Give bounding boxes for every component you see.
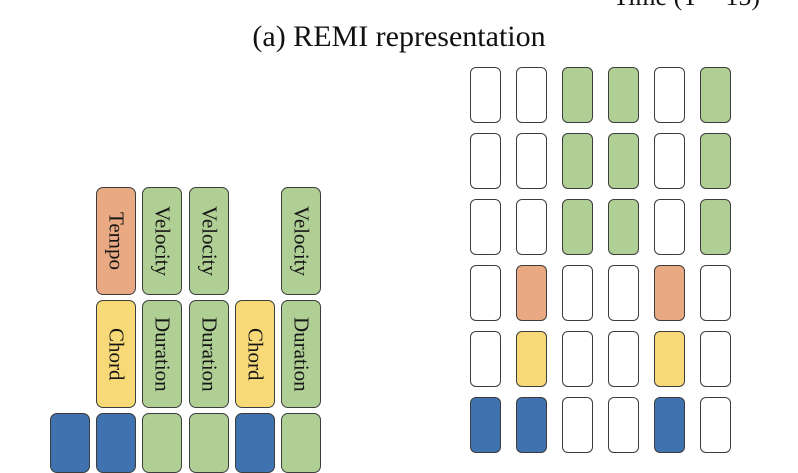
diagram-title: (a) REMI representation <box>252 20 546 53</box>
grid-cell-green <box>562 67 593 123</box>
token-velocity: Velocity <box>189 187 229 295</box>
token-label: Tempo <box>104 211 129 271</box>
token-duration: Duration <box>281 300 321 408</box>
token-chord: Chord <box>96 300 136 408</box>
grid-cell-white <box>700 265 731 321</box>
token-chord: Chord <box>235 300 275 408</box>
token-velocity: Velocity <box>281 187 321 295</box>
token-label: Velocity <box>197 206 222 276</box>
grid-cell-green <box>608 133 639 189</box>
grid-cell-green <box>608 199 639 255</box>
grid-cell-white <box>470 331 501 387</box>
token-duration: Duration <box>189 300 229 408</box>
token-label: Chord <box>243 327 268 381</box>
grid-cell-white <box>470 199 501 255</box>
grid-cell-white <box>470 265 501 321</box>
grid-cell-orange <box>654 265 685 321</box>
grid-cell-white <box>470 133 501 189</box>
token-label: Velocity <box>289 206 314 276</box>
grid-cell-white <box>562 265 593 321</box>
token-duration: Duration <box>142 300 182 408</box>
grid-cell-white <box>608 265 639 321</box>
token-blank <box>235 413 275 473</box>
token-blank <box>142 413 182 473</box>
token-blank <box>96 413 136 473</box>
grid-cell-white <box>608 331 639 387</box>
token-label: Duration <box>197 316 222 392</box>
grid-cell-white <box>654 133 685 189</box>
grid-cell-green <box>700 199 731 255</box>
grid-cell-white <box>608 397 639 453</box>
top-right-label: Time (T = 15) <box>613 0 760 10</box>
grid-cell-green <box>562 199 593 255</box>
token-blank <box>50 413 90 473</box>
token-label: Velocity <box>150 206 175 276</box>
grid-cell-blue <box>654 397 685 453</box>
grid-cell-blue <box>470 397 501 453</box>
token-label: Chord <box>104 327 129 381</box>
grid-cell-white <box>516 133 547 189</box>
grid-cell-orange <box>516 265 547 321</box>
token-velocity: Velocity <box>142 187 182 295</box>
token-label: Duration <box>289 316 314 392</box>
token-label: Duration <box>150 316 175 392</box>
grid-cell-yellow <box>654 331 685 387</box>
grid-cell-white <box>470 67 501 123</box>
grid-cell-white <box>516 67 547 123</box>
grid-cell-green <box>700 133 731 189</box>
grid-cell-white <box>562 397 593 453</box>
grid-cell-white <box>654 67 685 123</box>
grid-cell-white <box>562 331 593 387</box>
grid-cell-white <box>700 331 731 387</box>
grid-cell-green <box>700 67 731 123</box>
token-tempo: Tempo <box>96 187 136 295</box>
grid-cell-blue <box>516 397 547 453</box>
grid-cell-white <box>700 397 731 453</box>
token-blank <box>189 413 229 473</box>
grid-cell-green <box>608 67 639 123</box>
grid-cell-white <box>516 199 547 255</box>
grid-cell-yellow <box>516 331 547 387</box>
grid-cell-green <box>562 133 593 189</box>
grid-cell-white <box>654 199 685 255</box>
token-blank <box>281 413 321 473</box>
